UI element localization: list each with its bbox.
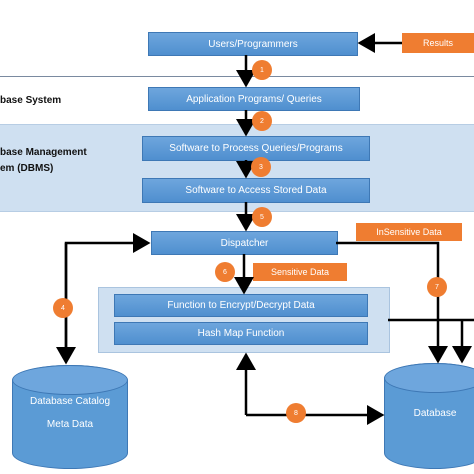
step-badge-7: 7 <box>427 277 447 297</box>
dbms-label-line1: base Management <box>0 147 87 158</box>
insensitive-data-label: InSensitive Data <box>376 227 442 237</box>
sensitive-data-label: Sensitive Data <box>270 267 330 277</box>
database-label: Database <box>413 408 457 419</box>
sensitive-data-tag: Sensitive Data <box>253 263 347 281</box>
dispatcher-label: Dispatcher <box>220 237 269 249</box>
dbms-label-line2: em (DBMS) <box>0 163 54 174</box>
access-stored-data-box: Software to Access Stored Data <box>142 178 370 203</box>
step-badge-4: 4 <box>53 298 73 318</box>
database-cylinder: Database <box>384 363 474 469</box>
catalog-label-line1: Database Catalog <box>29 396 111 407</box>
step-badge-5: 5 <box>252 207 272 227</box>
arrow-catalog-to-dispatcher <box>64 233 151 362</box>
application-programs-box: Application Programs/ Queries <box>148 87 360 111</box>
access-stored-data-label: Software to Access Stored Data <box>185 185 327 196</box>
encrypt-decrypt-box: Function to Encrypt/Decrypt Data <box>114 294 368 317</box>
database-catalog-cylinder: Database Catalog Meta Data <box>12 365 128 469</box>
arrow-dispatcher-to-database <box>336 241 448 364</box>
users-programmers-box: Users/Programmers <box>148 32 358 56</box>
hash-map-box: Hash Map Function <box>114 322 368 345</box>
step-badge-2: 2 <box>252 111 272 131</box>
step-badge-8: 8 <box>286 403 306 423</box>
process-queries-label: Software to Process Queries/Programs <box>169 143 343 154</box>
results-label: Results <box>422 38 453 48</box>
catalog-label-line2: Meta Data <box>46 419 94 430</box>
users-programmers-label: Users/Programmers <box>208 38 298 50</box>
encrypt-decrypt-label: Function to Encrypt/Decrypt Data <box>167 300 315 311</box>
hash-map-label: Hash Map Function <box>197 328 285 339</box>
step-badge-6: 6 <box>215 262 235 282</box>
step-badge-3: 3 <box>251 157 271 177</box>
application-programs-label: Application Programs/ Queries <box>186 93 322 105</box>
database-system-label: base System <box>0 95 62 106</box>
step-badge-1: 1 <box>252 60 272 80</box>
results-tag: Results <box>402 33 474 53</box>
insensitive-data-tag: InSensitive Data <box>356 223 462 241</box>
